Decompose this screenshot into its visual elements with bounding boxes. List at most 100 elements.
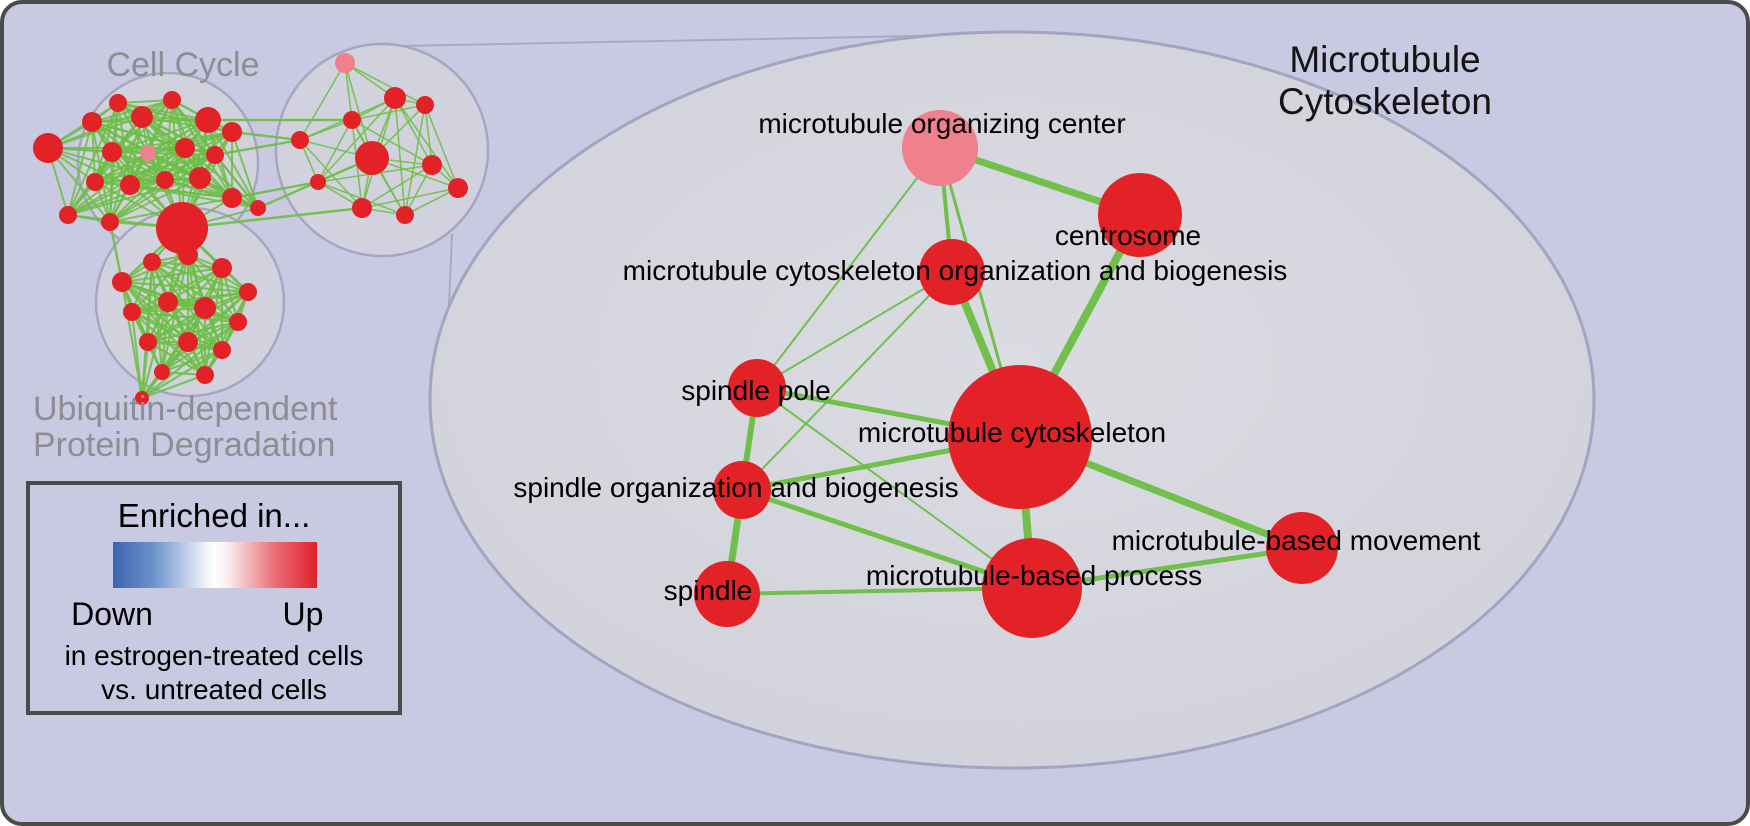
mini-edge [67, 184, 131, 216]
legend-up-label: Up [283, 596, 324, 632]
legend-gradient-bar [113, 542, 317, 588]
mini-edge [129, 131, 233, 186]
mini-node [355, 141, 389, 175]
mini-edge [204, 291, 249, 376]
mini-bridge-edge [214, 138, 301, 157]
mini-node [195, 107, 221, 133]
node-mt_cyto [948, 365, 1092, 509]
detail-network-nodes [694, 110, 1338, 638]
mini-node [422, 155, 442, 175]
mini-edge [317, 97, 396, 183]
mini-edge [109, 151, 113, 223]
ubiquitin-cluster-label-line1: Ubiquitin-dependent [33, 390, 338, 428]
mini-node [229, 313, 247, 331]
mini-node [222, 188, 242, 208]
mini-edge [167, 267, 223, 303]
mini-node [343, 111, 361, 129]
mini-network-nodes [33, 53, 468, 405]
mini-node [196, 366, 214, 384]
mini-node [123, 303, 141, 321]
edge-spindle_pole-mt_proc [756, 387, 1033, 589]
mini-edge [109, 177, 201, 223]
mini-node [250, 200, 266, 216]
mini-edge [111, 131, 233, 153]
mini-edge [47, 147, 111, 223]
detail-network-labels: microtubule organizing centercentrosomem… [513, 108, 1480, 606]
legend: Enriched in... Down Up in estrogen-treat… [26, 481, 402, 715]
mini-edge [91, 121, 96, 183]
mini-node [291, 131, 309, 149]
mini-node [310, 174, 326, 190]
node-label-spindle_org: spindle organization and biogenesis [513, 472, 958, 503]
mini-edge [394, 97, 406, 216]
edge-mco-spindle_org [741, 271, 953, 491]
legend-caption-line2: vs. untreated cells [101, 674, 327, 705]
node-label-spindle: spindle [664, 575, 753, 606]
node-spindle_org [713, 461, 771, 519]
mini-edge [140, 301, 170, 399]
mini-edge [109, 179, 166, 223]
mini-edge [231, 131, 259, 209]
node-label-mt_cyto: microtubule cytoskeleton [858, 417, 1166, 448]
mini-edge [214, 154, 259, 209]
mini-edge [94, 102, 119, 183]
mini-edge [186, 254, 207, 376]
mini-node [335, 53, 355, 73]
mini-node [396, 206, 414, 224]
mini-node [156, 202, 208, 254]
mini-node [33, 133, 63, 163]
node-label-mt_move: microtubule-based movement [1112, 525, 1481, 556]
mini-node [212, 258, 232, 278]
mini-edge [424, 104, 459, 189]
mini-edge [67, 102, 119, 216]
mini-bridge-edge [231, 130, 301, 142]
node-label-moc: microtubule organizing center [758, 108, 1125, 139]
mini-node [102, 142, 122, 162]
mini-bridge-edge [108, 221, 124, 283]
mini-edge [94, 99, 173, 183]
mini-edge [394, 97, 459, 189]
mini-node [59, 206, 77, 224]
cell-cycle-cluster-label: Cell Cycle [106, 46, 259, 84]
detail-title-line2: Cytoskeleton [1278, 81, 1492, 122]
mini-node [101, 213, 119, 231]
mini-bridge-edge [181, 206, 363, 230]
mini-edge [94, 147, 186, 183]
mini-edge [129, 119, 209, 186]
mini-node [158, 292, 178, 312]
mini-node [239, 283, 257, 301]
mini-edge [111, 119, 209, 153]
node-label-mco: microtubule cytoskeleton organization an… [623, 255, 1288, 286]
mini-edge [424, 104, 433, 166]
mini-node [135, 391, 149, 405]
node-spindle [694, 561, 760, 627]
mini-node [163, 91, 181, 109]
mini-node [352, 198, 372, 218]
mini-node [120, 175, 140, 195]
mini-edge [344, 62, 426, 106]
mini-edge [140, 341, 150, 399]
mini-edge [141, 373, 206, 400]
ubiquitin-cluster-label-line2: Protein Degradation [33, 426, 335, 464]
mini-edge [299, 62, 346, 141]
mini-node [175, 138, 195, 158]
mini-node [416, 96, 434, 114]
mini-edge [351, 119, 433, 166]
mini-edge [94, 152, 149, 183]
mini-edge [117, 99, 173, 104]
mini-edge [131, 267, 223, 313]
mini-node [143, 253, 161, 271]
legend-title: Enriched in... [118, 497, 311, 534]
node-label-spindle_pole: spindle pole [681, 375, 830, 406]
mini-node [189, 167, 211, 189]
edge-spindle_org-mt_proc [739, 487, 1035, 591]
mini-edge [131, 254, 189, 313]
mini-edge [67, 177, 201, 216]
mini-node [222, 122, 242, 142]
mini-edge [147, 320, 239, 344]
mini-edge [147, 341, 206, 376]
mini-node [82, 112, 102, 132]
mini-edge [164, 179, 259, 209]
mini-node [139, 333, 157, 351]
